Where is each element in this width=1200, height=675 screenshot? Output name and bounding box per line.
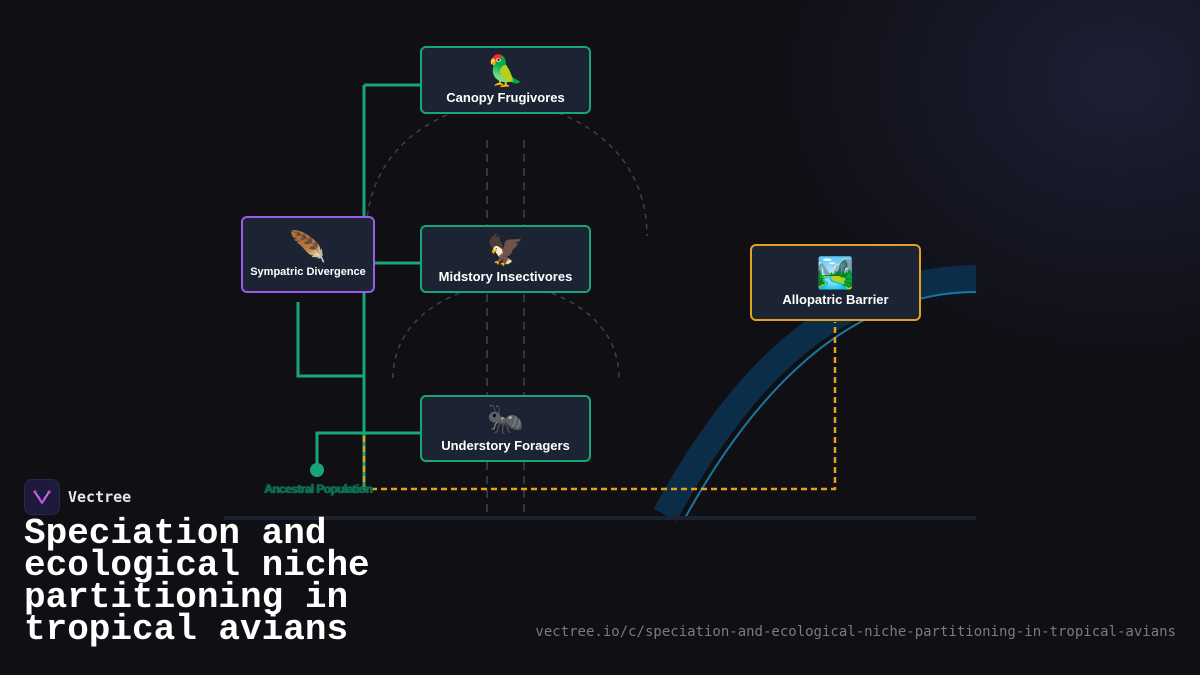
canopy-arc-upper xyxy=(365,99,648,237)
node-allopatric-barrier[interactable]: 🏞️ Allopatric Barrier xyxy=(750,244,921,321)
node-midstory-insectivores[interactable]: 🦅 Midstory Insectivores xyxy=(420,225,591,293)
canopy-arc-lower xyxy=(392,281,620,379)
river-line xyxy=(684,291,977,519)
river-band xyxy=(653,265,977,522)
node-label: Understory Foragers xyxy=(441,438,570,453)
brand-name: Vectree xyxy=(68,488,132,506)
node-canopy-frugivores[interactable]: 🦜 Canopy Frugivores xyxy=(420,46,591,114)
feather-icon: 🪶 xyxy=(289,229,327,265)
node-label: Canopy Frugivores xyxy=(446,89,565,105)
page-url[interactable]: vectree.io/c/speciation-and-ecological-n… xyxy=(535,624,1176,640)
ancestral-node-dot xyxy=(310,463,324,477)
eagle-icon: 🦅 xyxy=(486,232,525,268)
parrot-icon: 🦜 xyxy=(486,53,525,89)
node-label: Allopatric Barrier xyxy=(782,292,889,307)
edge-to-understory xyxy=(315,431,422,466)
edge-sympatric-down xyxy=(296,302,364,378)
vectree-logo-icon xyxy=(24,479,60,515)
ant-icon: 🐜 xyxy=(486,402,525,437)
node-label: Midstory Insectivores xyxy=(438,268,573,284)
page-title: Speciation and ecological niche partitio… xyxy=(24,513,370,650)
node-label: Sympatric Divergence xyxy=(250,265,366,278)
node-sympatric-divergence[interactable]: 🪶 Sympatric Divergence xyxy=(241,216,375,293)
river-landscape-icon: 🏞️ xyxy=(816,256,855,291)
ancestral-population-label: Ancestral Population xyxy=(264,482,373,496)
node-understory-foragers[interactable]: 🐜 Understory Foragers xyxy=(420,395,591,462)
brand[interactable]: Vectree xyxy=(24,479,131,515)
